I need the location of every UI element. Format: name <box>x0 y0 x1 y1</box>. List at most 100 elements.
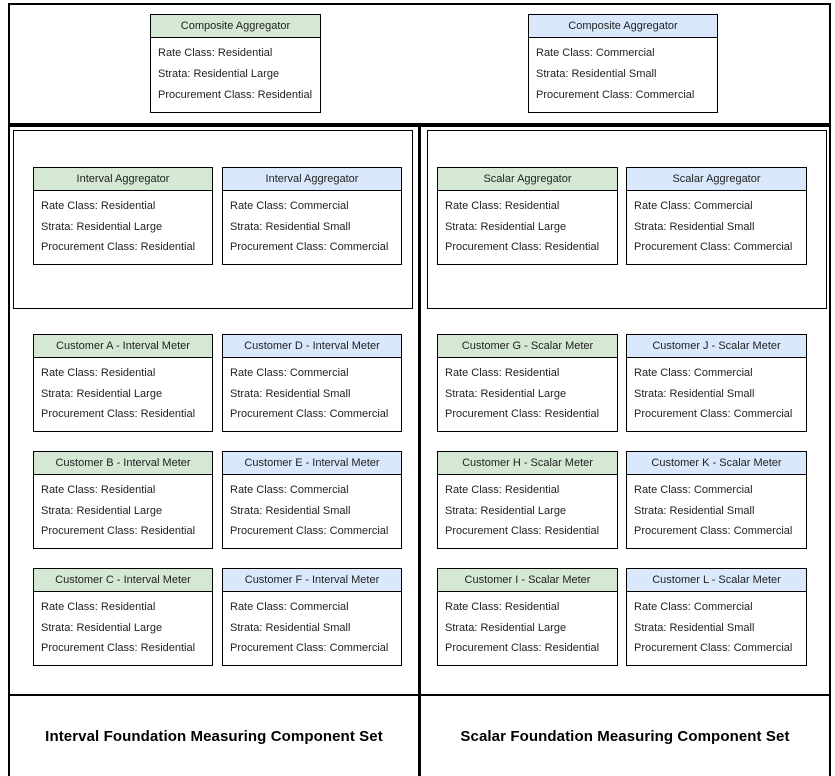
card-header: Customer B - Interval Meter <box>34 452 212 475</box>
card-body: Rate Class: Commercial Strata: Residenti… <box>627 358 806 431</box>
card-header: Customer G - Scalar Meter <box>438 335 617 358</box>
card-title: Composite Aggregator <box>180 20 291 32</box>
scalar-aggregator-card: Scalar Aggregator Rate Class: Commercial… <box>626 167 807 265</box>
card-attribute-row: Procurement Class: Residential <box>445 525 600 537</box>
card-attribute-row: Rate Class: Residential <box>445 367 560 379</box>
card-attribute-row: Procurement Class: Residential <box>158 89 313 101</box>
customer-d-interval-meter-card: Customer D - Interval Meter Rate Class: … <box>222 334 402 432</box>
customer-a-interval-meter-card: Customer A - Interval Meter Rate Class: … <box>33 334 213 432</box>
customer-l-scalar-meter-card: Customer L - Scalar Meter Rate Class: Co… <box>626 568 807 666</box>
card-body: Rate Class: Commercial Strata: Residenti… <box>529 38 717 112</box>
card-header: Composite Aggregator <box>151 15 320 38</box>
card-title: Scalar Aggregator <box>483 173 572 185</box>
card-attribute-row: Procurement Class: Commercial <box>634 642 793 654</box>
card-body: Rate Class: Commercial Strata: Residenti… <box>627 475 806 548</box>
card-title: Customer I - Scalar Meter <box>464 574 591 586</box>
card-title: Customer D - Interval Meter <box>244 340 380 352</box>
card-header: Customer H - Scalar Meter <box>438 452 617 475</box>
card-attribute-row: Strata: Residential Small <box>634 504 755 517</box>
card-attribute-row: Rate Class: Residential <box>41 484 156 496</box>
card-header: Customer A - Interval Meter <box>34 335 212 358</box>
card-attribute-row: Strata: Residential Large <box>41 504 163 517</box>
card-attribute-row: Strata: Residential Small <box>230 387 351 400</box>
card-header: Composite Aggregator <box>529 15 717 38</box>
scalar-aggregator-card: Scalar Aggregator Rate Class: Residentia… <box>437 167 618 265</box>
card-title: Customer L - Scalar Meter <box>652 574 781 586</box>
card-header: Customer E - Interval Meter <box>223 452 401 475</box>
customer-c-interval-meter-card: Customer C - Interval Meter Rate Class: … <box>33 568 213 666</box>
card-title: Customer J - Scalar Meter <box>652 340 781 352</box>
interval-aggregator-group-box <box>13 130 413 309</box>
card-header: Customer F - Interval Meter <box>223 569 401 592</box>
card-body: Rate Class: Residential Strata: Resident… <box>438 592 617 665</box>
section-footer: Scalar Foundation Measuring Component Se… <box>421 694 829 776</box>
card-body: Rate Class: Commercial Strata: Residenti… <box>627 592 806 665</box>
card-attribute-row: Rate Class: Commercial <box>230 484 349 496</box>
card-attribute-row: Rate Class: Residential <box>158 47 273 59</box>
card-title: Customer E - Interval Meter <box>244 457 380 469</box>
card-attribute-row: Strata: Residential Large <box>41 387 163 400</box>
card-attribute-row: Procurement Class: Commercial <box>230 241 389 253</box>
card-attribute-row: Procurement Class: Commercial <box>634 525 793 537</box>
section-title: Scalar Foundation Measuring Component Se… <box>460 727 790 745</box>
card-title: Composite Aggregator <box>568 20 678 32</box>
card-header: Interval Aggregator <box>34 168 212 191</box>
card-attribute-row: Strata: Residential Large <box>445 621 567 634</box>
card-body: Rate Class: Residential Strata: Resident… <box>438 475 617 548</box>
card-attribute-row: Procurement Class: Residential <box>41 408 196 420</box>
customer-f-interval-meter-card: Customer F - Interval Meter Rate Class: … <box>222 568 402 666</box>
card-attribute-row: Rate Class: Commercial <box>634 601 753 613</box>
card-header: Interval Aggregator <box>223 168 401 191</box>
card-attribute-row: Procurement Class: Residential <box>41 525 196 537</box>
foundation-section-scalar: Scalar Foundation Measuring Component Se… <box>419 125 831 776</box>
card-title: Customer F - Interval Meter <box>244 574 380 586</box>
card-attribute-row: Rate Class: Commercial <box>634 367 753 379</box>
card-attribute-row: Rate Class: Residential <box>445 484 560 496</box>
card-body: Rate Class: Residential Strata: Resident… <box>438 358 617 431</box>
card-title: Customer A - Interval Meter <box>56 340 190 352</box>
card-attribute-row: Procurement Class: Commercial <box>230 525 389 537</box>
section-title: Interval Foundation Measuring Component … <box>45 727 383 745</box>
card-body: Rate Class: Residential Strata: Resident… <box>34 475 212 548</box>
foundation-section-interval: Interval Foundation Measuring Component … <box>8 125 420 776</box>
card-attribute-row: Rate Class: Residential <box>41 200 156 212</box>
card-attribute-row: Rate Class: Commercial <box>634 200 753 212</box>
composite-aggregator-card: Composite Aggregator Rate Class: Residen… <box>150 14 321 113</box>
card-header: Scalar Aggregator <box>627 168 806 191</box>
card-title: Interval Aggregator <box>76 173 170 185</box>
card-attribute-row: Strata: Residential Small <box>634 220 755 233</box>
card-attribute-row: Strata: Residential Small <box>230 621 351 634</box>
card-title: Customer B - Interval Meter <box>55 457 191 469</box>
card-attribute-row: Strata: Residential Small <box>536 68 657 80</box>
card-body: Rate Class: Commercial Strata: Residenti… <box>223 191 401 264</box>
composite-aggregator-card: Composite Aggregator Rate Class: Commerc… <box>528 14 718 113</box>
card-header: Scalar Aggregator <box>438 168 617 191</box>
card-attribute-row: Procurement Class: Residential <box>41 241 196 253</box>
scalar-aggregator-group-box <box>427 130 827 309</box>
card-attribute-row: Rate Class: Residential <box>445 200 560 212</box>
card-title: Customer C - Interval Meter <box>55 574 191 586</box>
card-attribute-row: Procurement Class: Residential <box>445 408 600 420</box>
customer-e-interval-meter-card: Customer E - Interval Meter Rate Class: … <box>222 451 402 549</box>
customer-b-interval-meter-card: Customer B - Interval Meter Rate Class: … <box>33 451 213 549</box>
customer-i-scalar-meter-card: Customer I - Scalar Meter Rate Class: Re… <box>437 568 618 666</box>
card-body: Rate Class: Commercial Strata: Residenti… <box>223 358 401 431</box>
card-body: Rate Class: Residential Strata: Resident… <box>438 191 617 264</box>
card-header: Customer I - Scalar Meter <box>438 569 617 592</box>
card-body: Rate Class: Residential Strata: Resident… <box>34 592 212 665</box>
card-attribute-row: Rate Class: Commercial <box>634 484 753 496</box>
card-body: Rate Class: Residential Strata: Resident… <box>34 358 212 431</box>
interval-aggregator-card: Interval Aggregator Rate Class: Commerci… <box>222 167 402 265</box>
card-attribute-row: Procurement Class: Commercial <box>230 642 389 654</box>
card-attribute-row: Strata: Residential Large <box>41 220 163 233</box>
section-footer: Interval Foundation Measuring Component … <box>10 694 418 776</box>
card-title: Customer G - Scalar Meter <box>461 340 594 352</box>
card-attribute-row: Rate Class: Residential <box>41 601 156 613</box>
card-attribute-row: Procurement Class: Residential <box>445 241 600 253</box>
card-attribute-row: Procurement Class: Commercial <box>230 408 389 420</box>
card-attribute-row: Procurement Class: Commercial <box>634 408 793 420</box>
card-header: Customer L - Scalar Meter <box>627 569 806 592</box>
customer-j-scalar-meter-card: Customer J - Scalar Meter Rate Class: Co… <box>626 334 807 432</box>
card-title: Customer K - Scalar Meter <box>651 457 782 469</box>
